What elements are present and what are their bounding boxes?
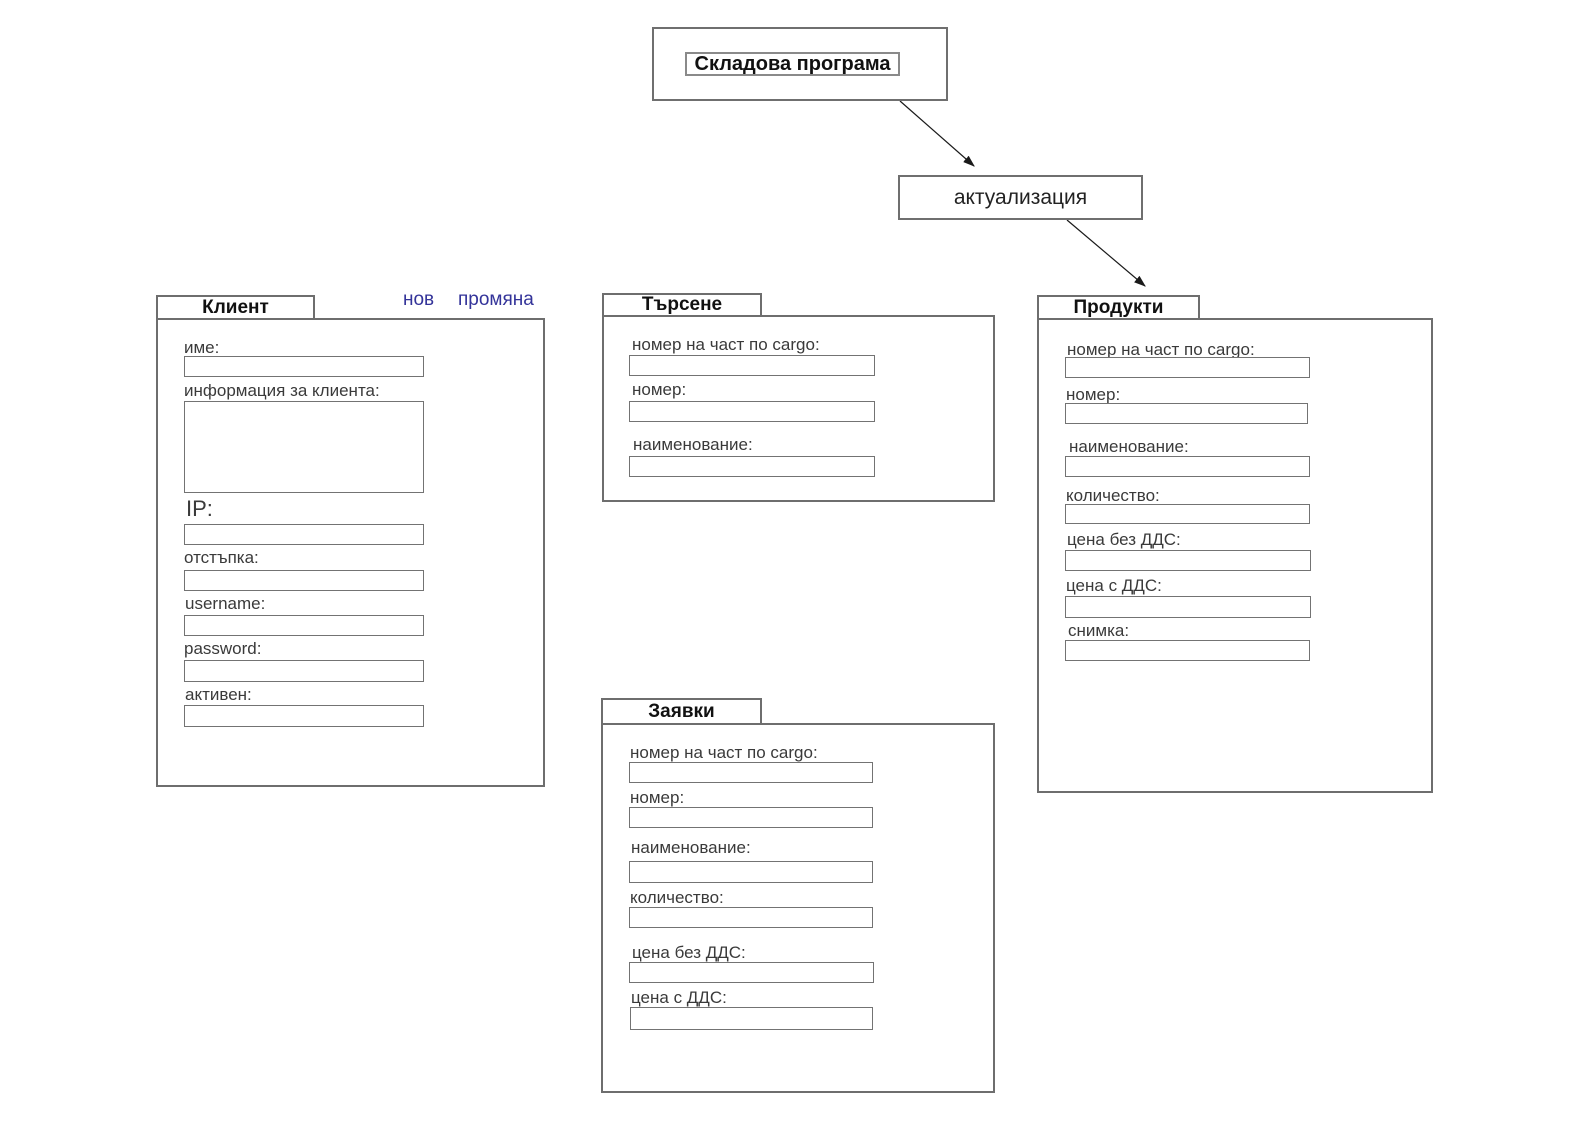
product-cargo-number-input[interactable] — [1065, 357, 1310, 378]
tab-search-label: Търсене — [641, 294, 723, 315]
client-name-label: име: — [184, 338, 220, 357]
tab-client-label: Клиент — [202, 296, 269, 318]
client-new-link[interactable]: нов — [403, 289, 435, 310]
product-price-novat-label: цена без ДДС: — [1067, 530, 1181, 549]
order-price-vat-input[interactable] — [630, 1007, 873, 1030]
product-name-input[interactable] — [1065, 456, 1310, 477]
client-info-label: информация за клиента: — [184, 381, 380, 400]
search-number-input[interactable] — [629, 401, 875, 422]
tab-products-label: Продукти — [1073, 296, 1164, 318]
product-price-vat-input[interactable] — [1065, 596, 1311, 618]
order-cargo-number-label: номер на част по cargo: — [630, 743, 818, 762]
order-price-novat-label: цена без ДДС: — [632, 943, 746, 962]
product-number-label: номер: — [1066, 385, 1121, 404]
product-price-novat-input[interactable] — [1065, 550, 1311, 571]
client-discount-input[interactable] — [184, 570, 424, 591]
order-quantity-label: количество: — [630, 888, 724, 907]
client-ip-input[interactable] — [184, 524, 424, 545]
update-box-label: актуализация — [953, 185, 1088, 209]
client-password-label: password: — [184, 639, 262, 658]
client-username-input[interactable] — [184, 615, 424, 636]
tab-products[interactable]: Продукти — [1037, 295, 1200, 320]
order-name-label: наименование: — [631, 838, 751, 857]
product-number-input[interactable] — [1065, 403, 1308, 424]
client-discount-label: отстъпка: — [184, 548, 259, 567]
client-ip-label: IP: — [186, 496, 213, 521]
order-name-input[interactable] — [629, 861, 873, 883]
update-box: актуализация — [898, 175, 1143, 220]
client-name-input[interactable] — [184, 356, 424, 377]
search-cargo-number-input[interactable] — [629, 355, 875, 376]
order-price-vat-label: цена с ДДС: — [631, 988, 727, 1007]
program-box: Складова програма — [652, 27, 948, 101]
product-quantity-input[interactable] — [1065, 504, 1310, 524]
client-change-link[interactable]: промяна — [458, 289, 534, 310]
client-username-label: username: — [185, 594, 266, 613]
order-number-input[interactable] — [629, 807, 873, 828]
product-price-vat-label: цена с ДДС: — [1066, 576, 1162, 595]
product-cargo-number-label: номер на част по cargo: — [1067, 340, 1255, 359]
client-active-input[interactable] — [184, 705, 424, 727]
arrow-program-to-update — [899, 100, 975, 167]
product-photo-input[interactable] — [1065, 640, 1310, 661]
product-photo-label: снимка: — [1068, 621, 1130, 640]
order-cargo-number-input[interactable] — [629, 762, 873, 783]
orders-panel: номер на част по cargo: номер: наименова… — [601, 723, 995, 1093]
tab-search[interactable]: Търсене — [602, 293, 762, 317]
search-number-label: номер: — [632, 380, 687, 399]
order-quantity-input[interactable] — [629, 907, 873, 928]
products-panel: номер на част по cargo: номер: наименова… — [1037, 318, 1433, 793]
tab-orders-label: Заявки — [648, 700, 715, 722]
order-number-label: номер: — [630, 788, 685, 807]
tab-orders[interactable]: Заявки — [601, 698, 762, 725]
search-name-label: наименование: — [633, 435, 753, 454]
arrow-update-to-products — [1066, 219, 1146, 287]
product-name-label: наименование: — [1069, 437, 1189, 456]
tab-client[interactable]: Клиент — [156, 295, 315, 320]
order-price-novat-input[interactable] — [629, 962, 874, 983]
client-password-input[interactable] — [184, 660, 424, 682]
program-title: Складова програма — [685, 52, 900, 76]
client-info-textarea[interactable] — [184, 401, 424, 493]
search-cargo-number-label: номер на част по cargo: — [632, 335, 820, 354]
client-active-label: активен: — [185, 685, 252, 704]
product-quantity-label: количество: — [1066, 486, 1160, 505]
search-name-input[interactable] — [629, 456, 875, 477]
client-panel: име: информация за клиента: IP: отстъпка… — [156, 318, 545, 787]
search-panel: номер на част по cargo: номер: наименова… — [602, 315, 995, 502]
